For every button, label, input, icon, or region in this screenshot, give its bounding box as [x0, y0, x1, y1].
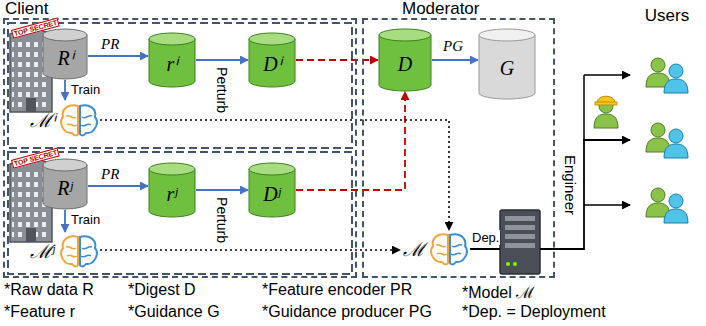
legend-text: *Guidance producer PG [262, 303, 432, 321]
connector [432, 59, 478, 61]
users-group: Users [630, 4, 704, 230]
cylinder-label: Dⁱ [263, 53, 280, 75]
cylinder-label: Rⁱ [57, 47, 72, 69]
model-label: ℳʲ [30, 238, 55, 264]
server-icon [500, 210, 540, 274]
users-title: Users [630, 6, 704, 26]
edge-label: PR [100, 36, 120, 53]
model-label: ℳⁱ [30, 107, 55, 133]
data-cylinder: Dⁱ [248, 32, 296, 88]
brain-icon [58, 233, 100, 269]
brain-icon [428, 231, 470, 267]
region-title: Moderator [402, 0, 479, 19]
connector [470, 140, 630, 249]
connector [196, 59, 248, 61]
side-label: Perturb [214, 197, 230, 243]
connector [296, 59, 378, 61]
data-cylinder: Rⁱ [42, 28, 88, 80]
legend-text: *Model ℳ [462, 281, 534, 303]
edge-label: PR [100, 166, 120, 183]
side-label: Engineer [562, 155, 579, 215]
cylinder-label: rⁱ [167, 53, 178, 75]
cylinder-label: D [398, 53, 412, 75]
connector [196, 189, 248, 191]
connector [296, 92, 405, 190]
model-icon: ℳⁱ [27, 100, 100, 140]
edge-label: Train [70, 82, 101, 97]
legend-text: *Feature encoder PR [262, 281, 412, 299]
client-box [8, 23, 352, 148]
legend-text: *Guidance G [128, 303, 220, 321]
user-icons [646, 58, 688, 223]
data-cylinder: Dʲ [248, 162, 296, 218]
client-box [8, 152, 352, 274]
edge-label: Train [70, 212, 101, 227]
brain-icon [58, 102, 100, 138]
model-icon: ℳ [400, 230, 470, 268]
legend-text: *Dep. = Deployment [462, 303, 606, 321]
side-label: Perturb [214, 67, 230, 113]
cylinder-label: Rʲ [57, 177, 73, 199]
data-cylinder: G [478, 28, 536, 100]
legend-text: *Raw data R [4, 281, 94, 299]
model-label: ℳ [403, 236, 425, 262]
connector [64, 80, 66, 100]
model-icon: ℳʲ [26, 232, 100, 270]
legend-text: *Feature r [4, 303, 75, 321]
cylinder-label: rʲ [166, 183, 177, 205]
region-title: Client [5, 0, 48, 19]
connector [64, 210, 66, 232]
connector [100, 249, 400, 251]
data-cylinder: Rʲ [42, 158, 88, 210]
edge-label: PG [442, 38, 464, 55]
legend-text: *Digest D [128, 281, 196, 299]
engineer-icon [594, 96, 618, 128]
connector [88, 55, 148, 57]
connector [88, 185, 148, 187]
data-cylinder: rʲ [148, 162, 196, 218]
cylinder-label: G [500, 57, 514, 79]
data-cylinder: D [378, 28, 432, 92]
region-box: ModeratorDGℳ [362, 18, 555, 278]
cylinder-label: Dʲ [263, 183, 281, 205]
data-cylinder: rⁱ [148, 32, 196, 88]
connector [100, 120, 449, 230]
edge-label: Dep. [471, 230, 500, 245]
